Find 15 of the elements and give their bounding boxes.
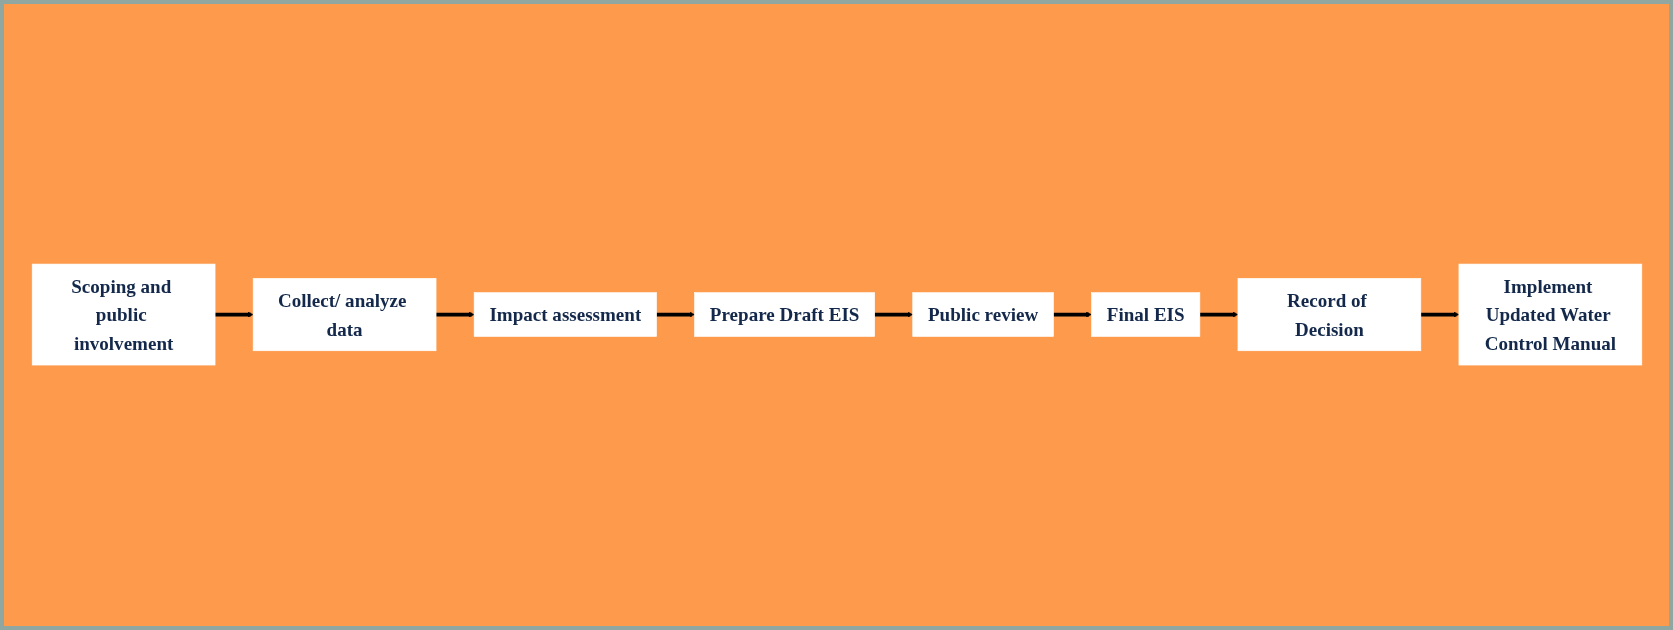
arrow (1199, 312, 1238, 318)
node-box (1090, 292, 1200, 338)
node-box (1458, 264, 1642, 366)
node-box (911, 292, 1054, 338)
node-box (1237, 278, 1421, 352)
arrow (435, 312, 474, 318)
node-box (31, 264, 215, 366)
node-box (252, 278, 436, 352)
node-box (473, 292, 657, 338)
arrow (874, 312, 913, 318)
node-box (693, 292, 875, 338)
arrow (656, 312, 695, 318)
arrow (1420, 312, 1459, 318)
arrow (214, 312, 253, 318)
arrow (1052, 312, 1092, 318)
